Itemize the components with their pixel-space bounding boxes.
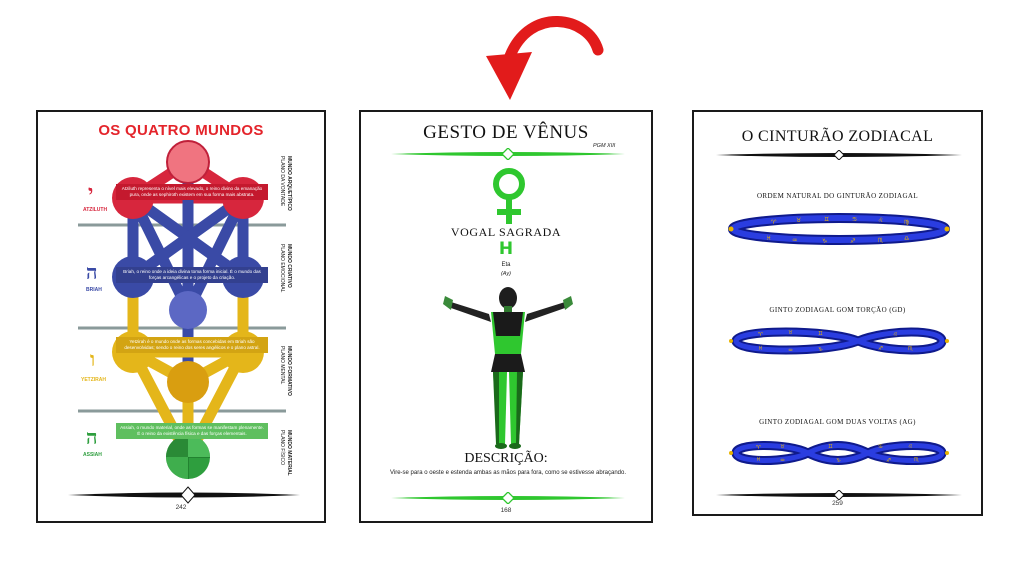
hebrew-letter-he: ה — [86, 260, 98, 284]
hebrew-letter-yod: י — [88, 180, 94, 204]
svg-text:♌: ♌ — [878, 217, 883, 224]
svg-text:♉: ♉ — [796, 217, 801, 224]
page-title: OS QUATRO MUNDOS — [98, 122, 264, 139]
svg-text:♐: ♐ — [886, 458, 891, 464]
svg-text:♌: ♌ — [893, 332, 898, 338]
svg-text:♏: ♏ — [878, 237, 884, 244]
belt-caption-torcao: GINTO ZODIAGAL GOM TORÇÃO (GD) — [769, 306, 906, 314]
belt-caption-duas-voltas: GINTO ZODIAGAL GOM DUAS VOLTAS (AG) — [759, 418, 916, 426]
svg-text:♊: ♊ — [818, 330, 823, 337]
svg-text:♈: ♈ — [771, 219, 777, 226]
svg-text:♓: ♓ — [756, 456, 761, 463]
zodiac-belt-twisted: ♈ ♉ ♊ ♓ ♒ ♑ ♐ ♏ ♌ — [729, 327, 949, 355]
page-number: 259 — [832, 500, 843, 507]
svg-text:♑: ♑ — [818, 347, 823, 353]
figure-arms-outstretched — [443, 287, 573, 449]
svg-text:♉: ♉ — [780, 444, 785, 450]
svg-text:♒: ♒ — [780, 458, 785, 464]
world-name-yetzirah: YETZIRAH — [81, 377, 106, 383]
svg-text:♑: ♑ — [836, 458, 841, 464]
page-cinturao-zodiacal: O CINTURÃO ZODIACAL ORDEM NATURAL DO GIN… — [692, 110, 983, 516]
vowel-heading: VOGAL SAGRADA — [450, 225, 562, 239]
svg-text:♒: ♒ — [792, 237, 797, 244]
svg-text:♏: ♏ — [908, 346, 913, 352]
description-text: Vire-se para o oeste e estenda ambas as … — [389, 470, 627, 476]
svg-text:♓: ♓ — [758, 345, 763, 352]
vowel-sound: (Ay) — [500, 271, 512, 277]
world-description-briah: Briah, o reino onde a ideia divina toma … — [116, 267, 268, 283]
svg-text:♈: ♈ — [758, 332, 763, 338]
zodiac-belt-double-loop: ♈ ♉ ♊ ♋ ♌ ♓ ♒ ♑ ♐ ♏ — [729, 441, 949, 465]
green-ornament-divider — [391, 148, 625, 160]
svg-text:♋: ♋ — [878, 444, 883, 450]
black-ornament-divider-bottom — [716, 490, 962, 500]
svg-text:♒: ♒ — [788, 348, 793, 354]
reference-label: PGM XIII — [593, 143, 616, 149]
svg-text:♌: ♌ — [908, 444, 913, 450]
svg-text:♊: ♊ — [828, 443, 833, 450]
svg-text:♊: ♊ — [824, 216, 829, 223]
svg-text:♈: ♈ — [756, 445, 761, 451]
page-number: 168 — [500, 507, 512, 514]
black-ornament-divider — [716, 150, 962, 160]
world-description-assiah: Assiah, o mundo material, onde as formas… — [116, 423, 268, 439]
belt-caption-natural: ORDEM NATURAL DO GINTURÃO ZODIAGAL — [756, 192, 919, 200]
svg-text:♋: ♋ — [852, 216, 857, 223]
world-name-briah: BRIAH — [86, 287, 102, 293]
page-number: 242 — [175, 504, 187, 511]
world-name-atziluth: ATZILUTH — [83, 207, 108, 213]
svg-text:♍: ♍ — [904, 219, 909, 226]
world-name-assiah: ASSIAH — [83, 452, 102, 458]
svg-text:♑: ♑ — [822, 238, 827, 245]
page-title: O CINTURÃO ZODIACAL — [741, 128, 934, 145]
svg-text:♓: ♓ — [766, 235, 771, 242]
svg-text:♎: ♎ — [904, 235, 909, 242]
hebrew-letter-he-final: ה — [86, 425, 98, 449]
red-arrow-icon — [486, 16, 604, 100]
world-description-atziluth: Atziluth representa o nível mais elevado… — [116, 184, 268, 200]
svg-text:♐: ♐ — [878, 346, 883, 352]
page-title: GESTO DE VÊNUS — [423, 122, 589, 143]
description-heading: DESCRIÇÃO: — [464, 451, 548, 466]
vowel-letter: H — [498, 239, 514, 259]
hebrew-letter-vav: ו — [90, 347, 96, 371]
svg-text:♉: ♉ — [788, 330, 793, 336]
svg-text:♏: ♏ — [914, 457, 919, 463]
green-ornament-divider-bottom — [391, 492, 625, 504]
vowel-name: Eta — [501, 262, 511, 268]
venus-symbol-icon — [493, 168, 525, 224]
zodiac-belt-natural: ♈ ♉ ♊ ♋ ♌ ♍ ♓ ♒ ♑ ♐ ♏ ♎ — [728, 213, 950, 245]
page-gesto-de-venus: GESTO DE VÊNUS PGM XIII VOGAL SAGRADA H … — [359, 110, 653, 523]
svg-text:♐: ♐ — [850, 238, 855, 245]
page-quatro-mundos: OS QUATRO MUNDOS — [36, 110, 326, 523]
world-description-yetzirah: Yetzirah é o mundo onde as formas conceb… — [116, 337, 268, 353]
